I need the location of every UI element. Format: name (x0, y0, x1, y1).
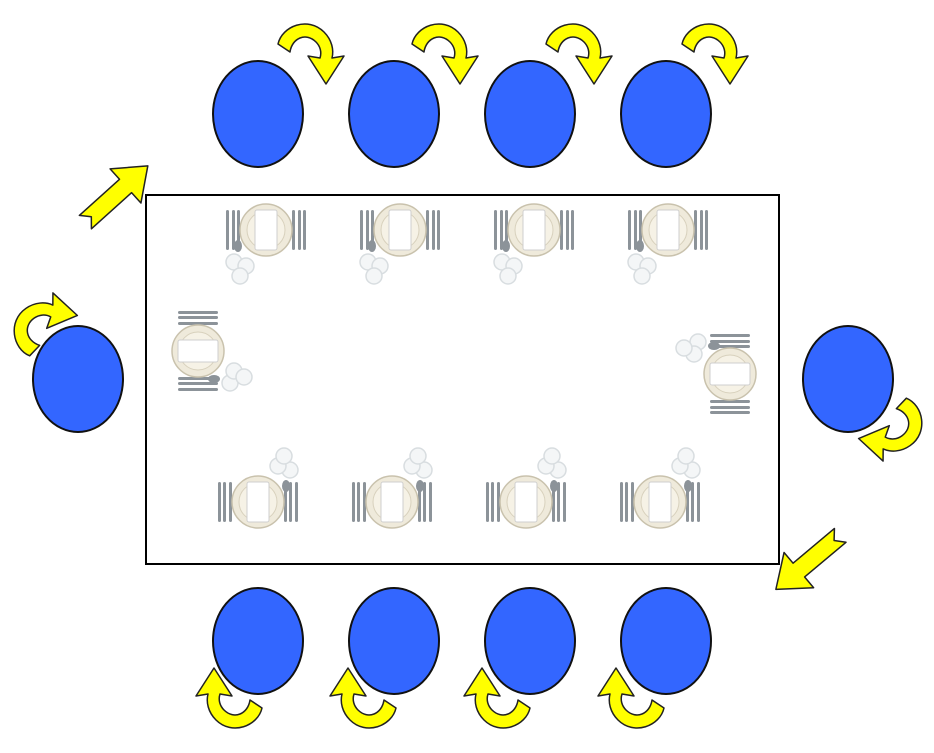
seat-bottom-1 (212, 587, 304, 695)
seat-bottom-2 (348, 587, 440, 695)
seat-bottom-3 (484, 587, 576, 695)
seats (32, 60, 894, 695)
seat-right-1 (802, 325, 894, 433)
seat-bottom-4 (620, 587, 712, 695)
seat-top-4 (620, 60, 712, 168)
seat-top-1 (212, 60, 304, 168)
seat-top-2 (348, 60, 440, 168)
seat-top-3 (484, 60, 576, 168)
seat-left-1 (32, 325, 124, 433)
